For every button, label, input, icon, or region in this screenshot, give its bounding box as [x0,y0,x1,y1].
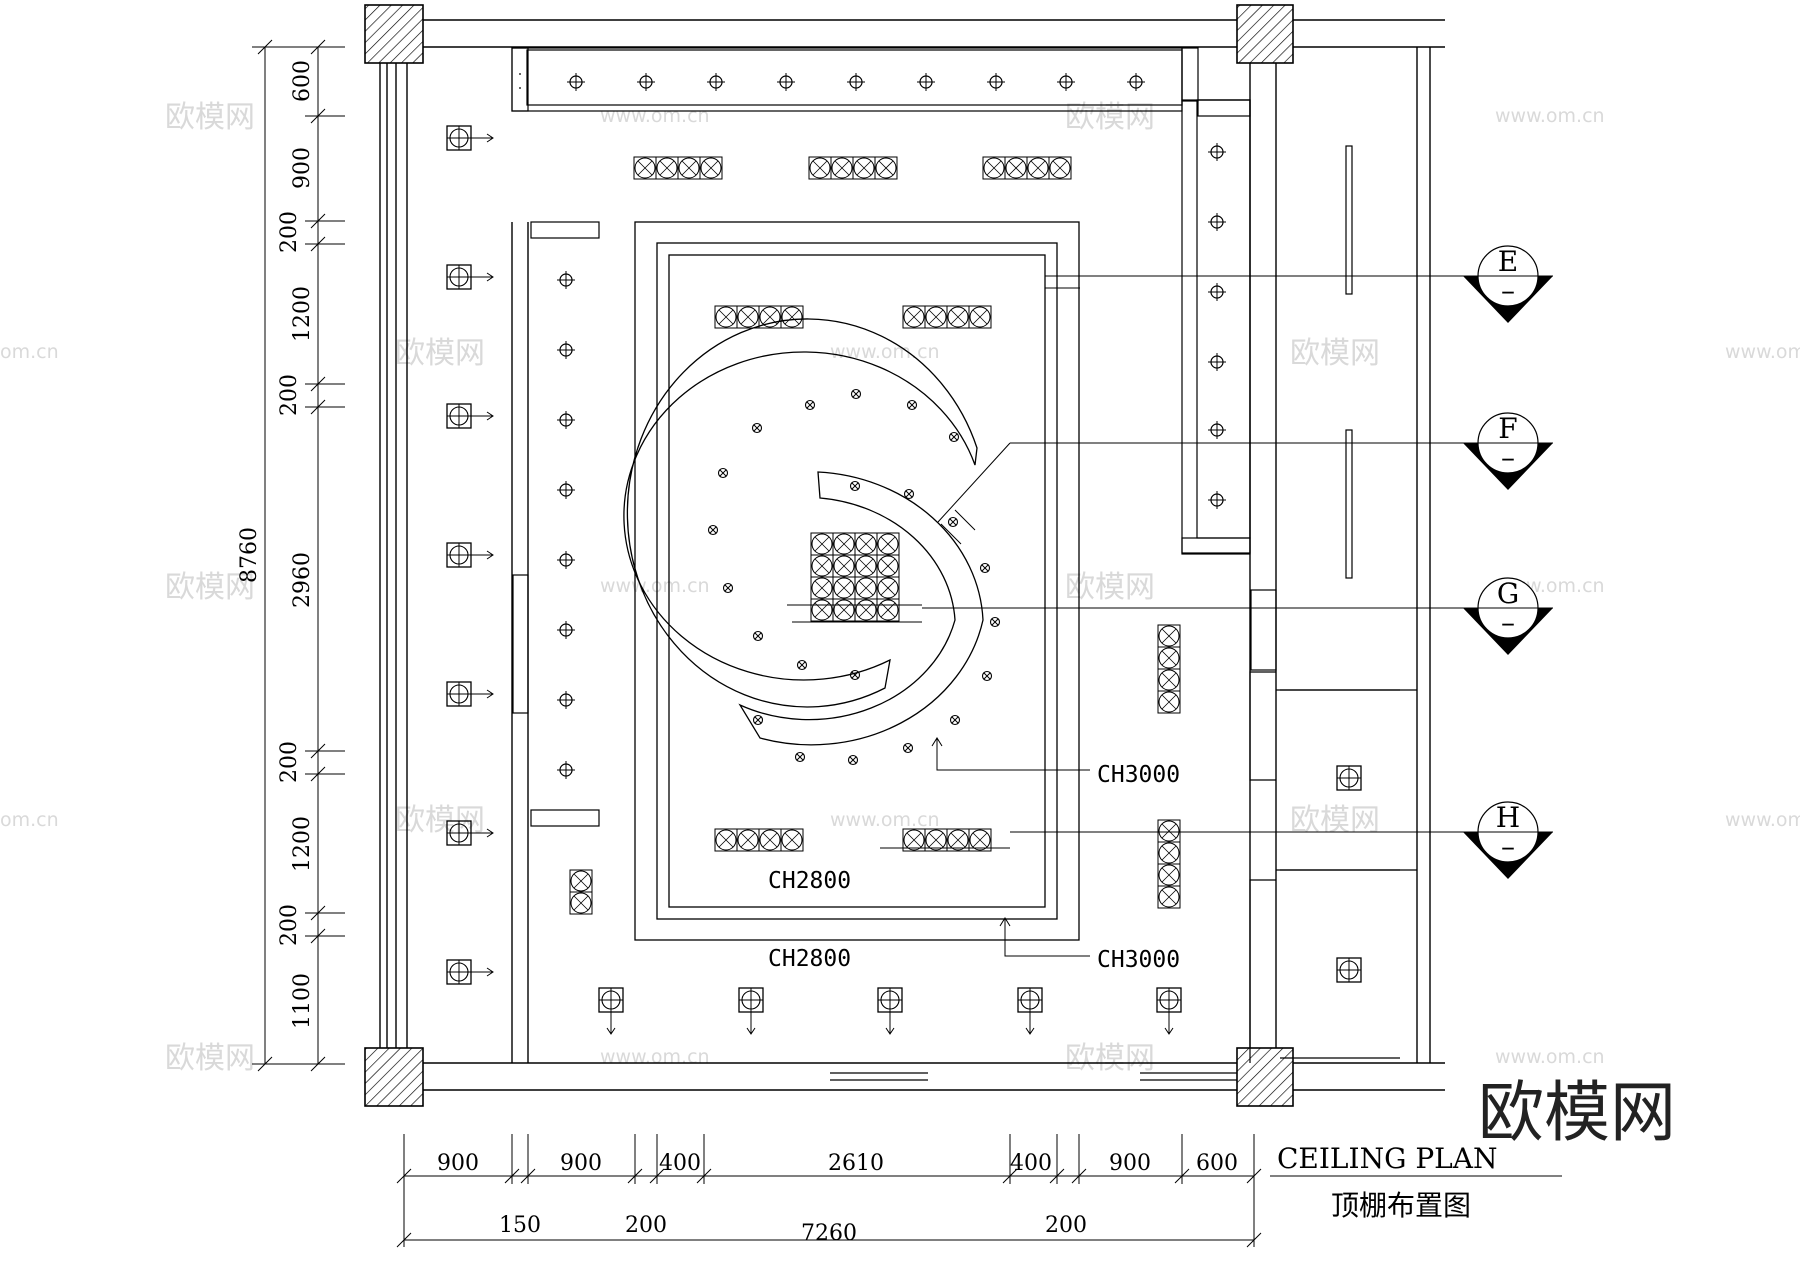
walls [379,19,1445,1091]
air-vents-bottom [598,987,1182,1035]
top-trough-downlights [566,72,1146,92]
watermark-url: www.om.cn [600,105,710,127]
section-dash: – [1501,830,1515,863]
dim-label: 1100 [290,973,315,1029]
dim-label: 200 [1045,1213,1087,1238]
dim-label: 400 [659,1151,701,1176]
watermark-logo: 欧模网 [1065,100,1155,135]
section-letter: F [1498,412,1517,445]
bottom-dimensions [396,1134,1562,1248]
dim-label: 900 [437,1151,479,1176]
right-trough-downlights [1207,142,1227,510]
watermark-url: www.om.cn [1725,809,1800,831]
section-letter: G [1497,577,1519,610]
central-ceiling-frame [634,221,1080,941]
title-english: CEILING PLAN [1277,1142,1498,1175]
top-light-trough [511,47,1199,112]
watermark-logo: 欧模网 [165,570,255,605]
dim-label: 2960 [290,552,315,608]
dim-label: 900 [290,147,315,189]
dim-label: 200 [277,741,302,783]
left-dimensions [252,39,345,1072]
section-letter: E [1498,245,1518,278]
dim-label: 600 [290,60,315,102]
drawing-title: CEILING PLAN 顶棚布置图 [1277,1142,1498,1222]
watermark-url: www.om.cn [830,341,940,363]
watermark-url: om.cn [0,341,59,363]
ceiling-height-label: CH2800 [768,946,851,972]
dim-label: 7260 [801,1221,857,1246]
watermark-logo: 欧模网 [1065,570,1155,605]
dim-label: 900 [560,1151,602,1176]
air-vents-right-room [1336,765,1362,983]
ceiling-height-label: CH3000 [1097,762,1180,788]
bottom-dimension-labels: 900 900 400 2610 400 900 600 150 200 200… [437,1151,1238,1246]
ceiling-height-label: CH3000 [1097,947,1180,973]
ceiling-height-label: CH2800 [768,868,851,894]
section-mark-f: F – [1463,412,1553,490]
s-shaped-ceiling [623,318,984,746]
watermark-url: om.cn [0,809,59,831]
watermark-url: www.om.cn [830,809,940,831]
watermark-url: www.om.cn [1495,1046,1605,1068]
section-mark-h: H – [1463,801,1553,879]
dim-label: 400 [1010,1151,1052,1176]
watermark-logo: 欧模网 [395,336,485,371]
section-lines [922,275,1490,833]
dim-label: 2610 [828,1151,884,1176]
watermark-logo: 欧模网 [165,1041,255,1076]
dim-label: 1200 [290,286,315,342]
section-dash: – [1501,441,1515,474]
watermark-logo: 欧模网 [1290,336,1380,371]
watermark-url: www.om.cn [600,1046,710,1068]
openings [830,1072,1237,1081]
section-mark-g: G – [1463,577,1553,655]
right-light-trough [1181,99,1251,555]
dim-label: 8760 [237,527,262,583]
right-room [1249,145,1417,1063]
dim-label: 200 [277,374,302,416]
watermark-logo: 欧模网 [1290,803,1380,838]
dim-label: 200 [625,1213,667,1238]
section-dash: – [1501,274,1515,307]
grille-lights-horizontal [633,156,1072,852]
brand-watermark: 欧模网 [1478,1074,1676,1151]
dim-label: 1200 [290,816,315,872]
air-vents-left [446,125,494,985]
watermark-url: www.om.cn [600,575,710,597]
title-chinese: 顶棚布置图 [1331,1189,1471,1222]
left-dimension-labels: 8760 600 900 200 1200 200 2960 200 1200 … [237,60,315,1029]
dim-label: 150 [499,1213,541,1238]
section-mark-e: E – [1463,245,1553,323]
ceiling-height-labels: CH3000 CH2800 CH2800 CH3000 [768,737,1180,973]
section-letter: H [1496,801,1520,834]
dim-label: 200 [277,211,302,253]
dim-label: 600 [1196,1151,1238,1176]
center-grid-light [787,532,922,623]
watermark-url: www.om.cn [1725,341,1800,363]
watermark-url: www.om.cn [1495,105,1605,127]
left-light-trough [512,221,600,827]
watermark-logo: 欧模网 [165,100,255,135]
dim-label: 200 [277,904,302,946]
watermark-logo: 欧模网 [1065,1041,1155,1076]
section-dash: – [1501,606,1515,639]
left-trough-downlights [556,270,576,780]
dim-label: 900 [1109,1151,1151,1176]
